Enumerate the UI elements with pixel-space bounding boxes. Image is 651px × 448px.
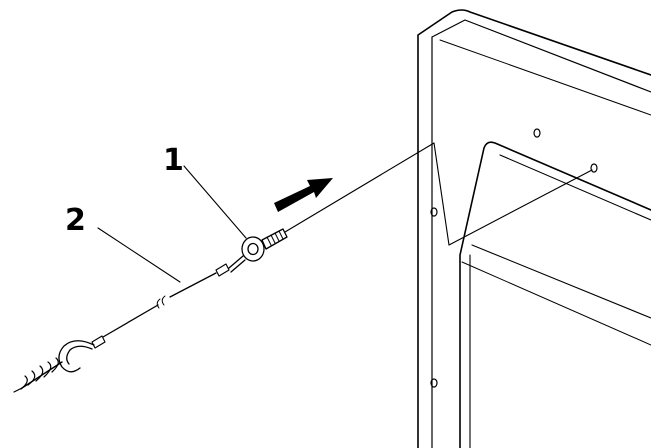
mounting-hole-top — [533, 128, 541, 138]
leader-line-1 — [183, 165, 247, 239]
wire-mount-hole — [590, 163, 598, 173]
display-panel — [417, 9, 651, 448]
leader-line-2 — [97, 227, 181, 283]
leader-lines — [97, 165, 247, 283]
wire-bolt-fitting — [215, 228, 288, 277]
mounting-hole-bottom — [430, 378, 438, 388]
insertion-direction-arrow-icon — [274, 178, 333, 212]
callout-1-label: 1 — [163, 143, 184, 178]
callout-2-label: 2 — [65, 203, 86, 238]
mounting-hole-left — [430, 207, 438, 217]
guide-lines — [284, 142, 593, 246]
mounting-holes — [430, 128, 598, 388]
safety-wire — [91, 272, 217, 349]
screw-hook-icon — [13, 340, 95, 393]
